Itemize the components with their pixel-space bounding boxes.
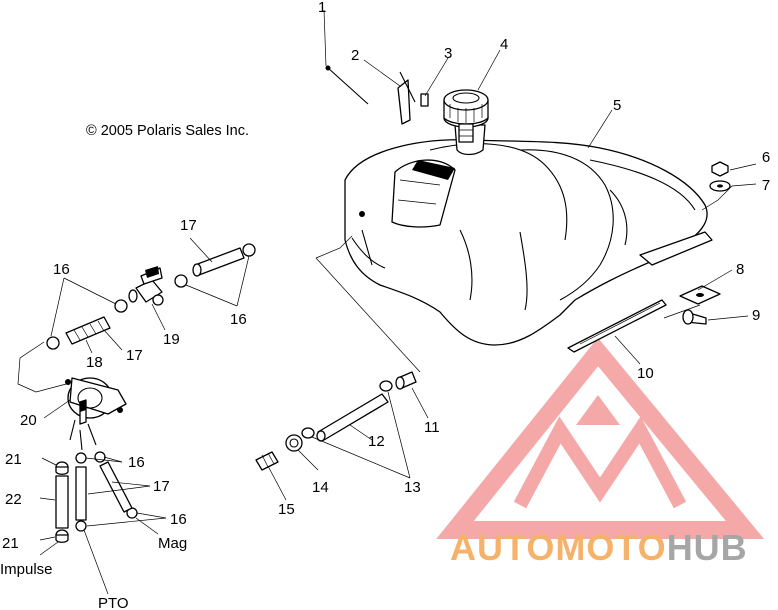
nut-6 [711, 161, 729, 177]
clamp-16-mid [46, 299, 128, 350]
callout-17-lower: 17 [153, 478, 170, 495]
callout-15: 15 [278, 501, 295, 518]
callout-1: 1 [318, 0, 326, 16]
callout-21-upper: 21 [5, 451, 22, 468]
clamp-16-upper-right [242, 243, 256, 257]
vent-line-1 [325, 65, 369, 105]
clamp-13 [301, 380, 393, 439]
callout-18: 18 [86, 354, 103, 371]
callout-4: 4 [500, 36, 508, 53]
callout-21-lower: 21 [2, 535, 19, 552]
bracket-2 [397, 71, 416, 125]
callout-16-bottom: 16 [170, 511, 187, 528]
callout-16-lower: 16 [128, 454, 145, 471]
callout-16-right: 16 [230, 311, 247, 328]
fuel-pump-20 [65, 377, 127, 425]
callout-11: 11 [424, 419, 440, 436]
pad-8 [679, 285, 721, 305]
callout-14: 14 [312, 479, 329, 496]
check-valve-3 [420, 93, 429, 107]
callout-2: 2 [351, 47, 359, 64]
watermark-logo [436, 337, 765, 539]
callout-22: 22 [5, 491, 22, 508]
callout-17-upper: 17 [180, 217, 197, 234]
grommet-14 [285, 434, 303, 452]
callout-7: 7 [762, 177, 770, 194]
watermark-text: AUTOMOTOHUB [450, 527, 748, 568]
filter-18 [65, 316, 111, 345]
callout-5: 5 [613, 97, 621, 114]
fuel-tank [344, 89, 713, 346]
callout-20: 20 [20, 412, 37, 429]
label-pto: PTO [98, 595, 129, 610]
callout-12: 12 [368, 433, 385, 450]
callout-8: 8 [736, 261, 744, 278]
callout-17-mid: 17 [126, 347, 143, 364]
callout-16-left: 16 [53, 261, 70, 278]
hoses-17-lower [75, 461, 133, 521]
callout-6: 6 [762, 149, 770, 166]
hose-12 [316, 393, 389, 442]
pump-lines [69, 419, 97, 451]
callout-9: 9 [752, 307, 760, 324]
callout-3: 3 [444, 45, 452, 62]
caps-21 [55, 461, 69, 543]
shutoff-valve-19 [128, 266, 164, 306]
bolt-9 [682, 309, 707, 325]
hose-17-upper [192, 247, 245, 277]
callout-10: 10 [637, 365, 654, 382]
hose-22 [55, 475, 69, 529]
fuel-cap [443, 89, 489, 143]
washer-7 [709, 180, 731, 192]
leader-lines [17, 9, 757, 595]
copyright-text: © 2005 Polaris Sales Inc. [86, 123, 249, 139]
callout-19: 19 [163, 331, 180, 348]
strap-10 [567, 299, 667, 353]
fitting-11 [395, 371, 417, 390]
label-impulse: Impulse [0, 561, 53, 578]
callout-13: 13 [404, 479, 421, 496]
label-mag: Mag [158, 535, 187, 552]
fitting-15 [255, 451, 279, 471]
clamp-16-upper-left [174, 274, 188, 288]
